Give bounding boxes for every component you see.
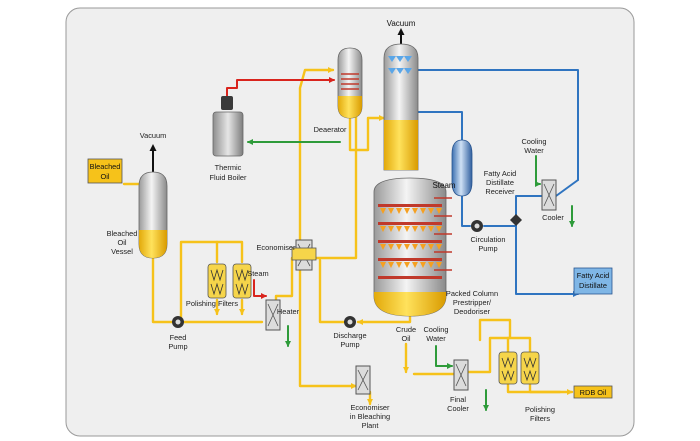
label-econ-bleach-3: Plant	[362, 421, 379, 430]
feed-pump-icon	[172, 316, 184, 328]
pipe-polishing-loop-left	[179, 240, 244, 324]
heater-exchanger	[265, 299, 281, 331]
label-bleached-oil-2: Oil	[100, 172, 109, 181]
label-fad-receiver-3: Receiver	[485, 187, 515, 196]
pipe-circulation-to-cooler	[483, 195, 543, 227]
label-discharge-1: Discharge	[333, 331, 366, 340]
pipe-discharge-to-economiser	[318, 258, 346, 324]
pipe-to-rdb	[506, 382, 574, 395]
pipe-deaerator-to-column	[348, 115, 386, 152]
label-cooling-water-bottom-1: Cooling	[423, 325, 448, 334]
pipe-red-steam-heater	[253, 279, 267, 299]
label-polishing-bottom-1: Polishing	[525, 405, 555, 414]
pipe-polishing-bottom-split	[478, 318, 512, 342]
label-final-cooler-2: Cooler	[447, 404, 469, 413]
label-thermic-1: Thermic	[215, 163, 242, 172]
label-fad-receiver-1: Fatty Acid	[484, 169, 516, 178]
pipe-green-coolingwater-bottom	[435, 345, 453, 369]
label-cooler: Cooler	[542, 213, 564, 222]
pipe-receiver-to-pump	[461, 195, 471, 227]
label-packed-2: Prestripper/	[453, 298, 492, 307]
polishing-filter-bottom-2	[520, 351, 540, 385]
bleaching-economiser-exchanger	[355, 365, 371, 395]
label-circulation-2: Pump	[478, 244, 497, 253]
diagram-panel	[65, 7, 635, 437]
label-vacuum-top: Vacuum	[387, 19, 416, 28]
label-fad-box-1: Fatty Acid	[577, 271, 609, 280]
label-fad-receiver-2: Distillate	[486, 178, 514, 187]
label-crude-oil-1: Crude	[396, 325, 416, 334]
fad-valve-icon	[510, 214, 522, 226]
pipe-fad-to-receiver	[415, 111, 463, 141]
pipe-green-cooling-in	[535, 155, 541, 187]
label-vacuum-left: Vacuum	[140, 131, 167, 140]
label-feed-pump-2: Pump	[168, 342, 187, 351]
pipe-vessel-to-pump	[151, 256, 174, 324]
label-packed-1: Packed Column	[446, 289, 498, 298]
discharge-pump-icon	[344, 316, 356, 328]
label-bleached-vessel-2: Oil	[117, 238, 126, 247]
label-thermic-2: Fluid Boiler	[210, 173, 248, 182]
rdb-oil-box	[573, 385, 613, 399]
label-cooling-water-right-1: Cooling	[521, 137, 546, 146]
pipe-economiser-down	[298, 268, 358, 389]
economiser-exchanger	[291, 239, 317, 271]
label-polishing-bottom-2: Filters	[530, 414, 550, 423]
label-deaerator: Deaerator	[314, 125, 347, 134]
polishing-filter-left-2	[232, 263, 252, 299]
deaerator-vessel	[337, 47, 363, 119]
label-fad-box-2: Distillate	[579, 281, 607, 290]
polishing-filter-left-1	[207, 263, 227, 299]
pipe-fad-top	[415, 69, 579, 181]
final-cooler-exchanger	[453, 359, 469, 391]
pipe-thermic-red	[226, 77, 335, 105]
label-packed-3: Deodoriser	[454, 307, 491, 316]
pipe-final-to-polishing	[466, 336, 532, 374]
label-circulation-1: Circulation	[471, 235, 506, 244]
fad-output-box	[573, 267, 613, 295]
circulation-pump-icon	[471, 220, 483, 232]
label-heater: Heater	[277, 307, 300, 316]
pipe-cooler-back	[555, 179, 579, 197]
label-feed-pump-1: Feed	[170, 333, 187, 342]
fad-cooler-exchanger	[541, 179, 557, 211]
label-discharge-2: Pump	[340, 340, 359, 349]
pipe-economiser-right	[308, 110, 358, 260]
label-econ-bleach-2: in Bleaching	[350, 412, 390, 421]
bleached-oil-vessel	[138, 171, 168, 259]
label-polishing-filters-left: Polishing Filters	[186, 299, 238, 308]
label-cooling-water-bottom-2: Water	[426, 334, 446, 343]
label-bleached-vessel-3: Vessel	[111, 247, 133, 256]
fad-receiver-vessel	[451, 139, 473, 197]
label-steam-small: Steam	[247, 269, 268, 278]
polishing-filter-bottom-1	[498, 351, 518, 385]
label-cooling-water-right-2: Water	[524, 146, 544, 155]
label-bleached-vessel-1: Bleached	[107, 229, 138, 238]
bleached-oil-box	[87, 158, 123, 184]
label-economiser: Economiser	[256, 243, 296, 252]
label-steam-column: Steam	[432, 181, 455, 190]
pipe-to-fad-out	[515, 225, 579, 297]
label-crude-oil-2: Oil	[401, 334, 410, 343]
label-rdb-oil: RDB Oil	[580, 388, 607, 397]
deodoriser-column	[373, 43, 452, 317]
label-final-cooler-1: Final	[450, 395, 466, 404]
label-econ-bleach-1: Economiser	[350, 403, 390, 412]
thermic-fluid-boiler	[212, 96, 244, 157]
label-bleached-oil-1: Bleached	[90, 162, 121, 171]
